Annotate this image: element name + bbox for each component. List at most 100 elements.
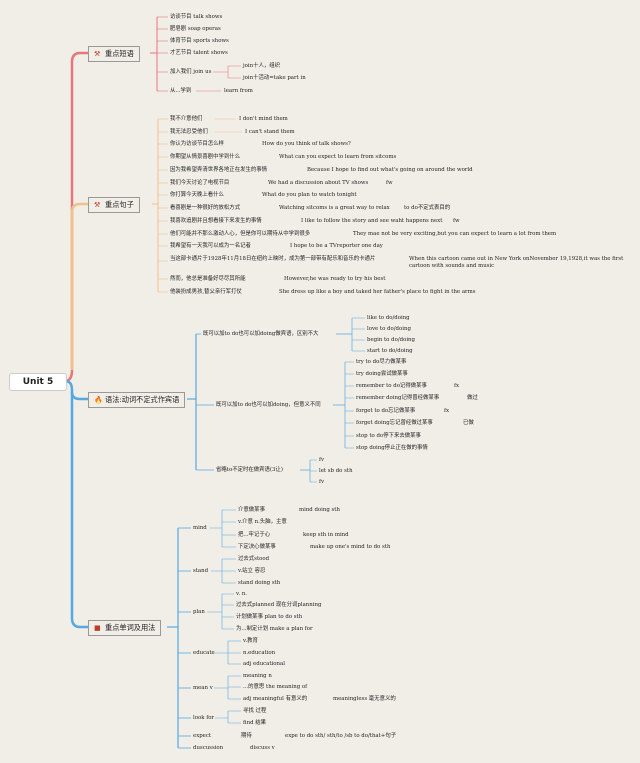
sentence-cn: 因为我希望弄清世界各地正在发生的事情 bbox=[170, 167, 268, 173]
phrase-detail: join十活动=take part in bbox=[243, 75, 306, 81]
sentence-note: fw bbox=[453, 218, 460, 224]
word-usage: 过去式stood bbox=[238, 556, 270, 562]
sentence-cn: 看喜剧是一种很好的放松方式 bbox=[170, 205, 241, 211]
sentence-cn: 当这部卡通片于1928年11月18日在纽约上映时，成为第一部带有配乐和音乐的卡通… bbox=[170, 256, 376, 262]
word-usage: v.教育 bbox=[243, 638, 258, 644]
branch-label: 重点短语 bbox=[105, 49, 134, 58]
sentence-en: When this cartoon came out in New York o… bbox=[409, 256, 624, 269]
phrase-detail: learn from bbox=[224, 88, 253, 94]
grammar-example: stop to do停下来去做某事 bbox=[356, 433, 421, 439]
word-usage: 期待 bbox=[241, 733, 252, 739]
word-usage: stand doing sth bbox=[238, 580, 281, 586]
word-usage: ...的意思 the meaning of bbox=[243, 684, 308, 690]
trunk-to-words bbox=[70, 392, 88, 629]
word-usage-en: keep sth in mind bbox=[303, 532, 349, 538]
sentence-cn: 他装扮成男孩,替父亲行军打仗 bbox=[170, 289, 242, 295]
word-usage: adj meaningful 有意义的 bbox=[243, 696, 308, 702]
word-usage-en: make up one's mind to do sth bbox=[310, 544, 391, 550]
word-plan: plan bbox=[193, 609, 205, 615]
branch-label: 语法:动词不定式作宾语 bbox=[105, 395, 180, 404]
word-usage-en: expe to do sth/ sth/to /sb to do/that+句子 bbox=[285, 733, 397, 739]
grammar-example: remember to do记得做某事 bbox=[356, 383, 427, 389]
sentence-en: Watching sitcoms is a great way to relax bbox=[279, 205, 390, 211]
grammar-note: fx bbox=[444, 408, 450, 414]
word-usage: n.education bbox=[243, 650, 276, 656]
word-mean: mean v bbox=[193, 685, 213, 691]
phrase: 从...学到 bbox=[170, 88, 192, 94]
word-usage-en: meaningless 毫无意义的 bbox=[333, 696, 396, 702]
branch-key-sentences[interactable]: ⚒ 重点句子 bbox=[88, 197, 140, 213]
connector-line bbox=[215, 711, 229, 723]
grammar-example: try doing尝试做某事 bbox=[356, 371, 408, 377]
branch-key-words[interactable]: ■重点单词及用法 bbox=[88, 620, 162, 636]
word-stand: stand bbox=[193, 568, 209, 574]
sentence-en: I like to follow the story and see waht … bbox=[301, 218, 443, 224]
grammar-note: 做过 bbox=[467, 395, 478, 401]
connector-line bbox=[210, 510, 223, 547]
connector-line bbox=[196, 333, 214, 471]
sentence-cn: 我无法忍受他们 bbox=[170, 129, 208, 135]
grammar-note: 已做 bbox=[463, 420, 474, 426]
sentence-note: to do不定式表目的 bbox=[404, 205, 451, 211]
tools-icon: ⚒ bbox=[94, 50, 101, 58]
grammar-rule: 省略to不定时在做宾语(3让) bbox=[216, 467, 283, 473]
flag-icon: ■ bbox=[94, 624, 101, 632]
word-usage: 介意做某事 bbox=[238, 507, 265, 513]
sentence-cn: 你打算今天晚上看什么 bbox=[170, 192, 224, 198]
root-node[interactable]: Unit 5 bbox=[9, 373, 67, 391]
grammar-example: forget to do忘记做某事 bbox=[356, 408, 416, 414]
trunk-to-grammar bbox=[64, 379, 88, 401]
grammar-example: fv bbox=[319, 457, 325, 463]
word-usage: 寻找 过程 bbox=[243, 708, 267, 714]
branch-grammar[interactable]: 🔥语法:动词不定式作宾语 bbox=[88, 392, 186, 408]
connector-line bbox=[211, 559, 223, 583]
word-usage: adj educational bbox=[243, 661, 285, 667]
sentence-cn: 我希望有一天我可以成为一名记者 bbox=[170, 243, 251, 249]
connector-line bbox=[214, 676, 229, 699]
sentence-cn: 我喜欢追剧并且想看接下来发生的事情 bbox=[170, 218, 262, 224]
sentence-en: I don't mind them bbox=[239, 116, 288, 122]
word-mind: mind bbox=[193, 525, 207, 531]
sentence-en: What can you expect to learn from sitcom… bbox=[279, 154, 397, 160]
word-usage: discuss v bbox=[250, 745, 275, 751]
phrase: 才艺节目 talent shows bbox=[170, 50, 228, 56]
grammar-example: fv bbox=[319, 479, 325, 485]
word-usage: v.站立 容忍 bbox=[238, 568, 266, 574]
word-usage: v. n. bbox=[236, 591, 248, 597]
grammar-example: remember doing记得曾经做某事 bbox=[356, 395, 440, 401]
trunk-to-phrases bbox=[64, 51, 88, 383]
connector-line bbox=[207, 594, 223, 629]
word-educate: educate bbox=[193, 650, 215, 656]
word-usage-en: mind doing sth bbox=[299, 507, 340, 513]
sentence-cn: 他们可能并不那么激动人心，但是你可以期待从中学到很多 bbox=[170, 231, 311, 237]
word-look-for: look for bbox=[193, 715, 215, 721]
tools-icon: ⚒ bbox=[94, 201, 101, 209]
phrase-detail: join十人，组织 bbox=[243, 63, 281, 69]
sentence-en: I hope to be a TVreporter one day bbox=[290, 243, 383, 249]
branch-label: 重点句子 bbox=[105, 200, 134, 209]
grammar-example: let sb do sth bbox=[319, 468, 353, 474]
connector-line bbox=[336, 318, 353, 351]
trunk-to-sentences bbox=[70, 202, 88, 370]
grammar-rule: 既可以加to do也可以加doing做宾语，区别不大 bbox=[203, 331, 319, 337]
sentence-en: We had a discussion about TV shows bbox=[268, 180, 369, 186]
sentence-cn: 我们今天讨论了电视节目 bbox=[170, 180, 230, 186]
phrase: 体育节目 sports shows bbox=[170, 38, 229, 44]
word-usage: 为...制定计划 make a plan for bbox=[236, 626, 313, 632]
sentence-en: They mae not be very exciting,but you ca… bbox=[353, 231, 557, 237]
grammar-example: love to do/doing bbox=[367, 326, 411, 332]
grammar-rule: 既可以加to do也可以加doing，但意义不同 bbox=[216, 402, 321, 408]
sentence-cn: 然而，他总是准备好尽尽其所能 bbox=[170, 276, 246, 282]
connector-line bbox=[300, 460, 311, 482]
branch-key-phrases[interactable]: ⚒ 重点短语 bbox=[88, 46, 140, 62]
sentence-note: fw bbox=[386, 180, 393, 186]
phrase: 肥皂剧 soap operas bbox=[170, 26, 221, 32]
word-usage: 把...牢记于心 bbox=[238, 532, 271, 538]
sentence-en: How do you think of talk shows? bbox=[262, 141, 351, 147]
sentence-en: I can't stand them bbox=[245, 129, 295, 135]
sentence-cn: 你期望从情景喜剧中学到什么 bbox=[170, 154, 241, 160]
connector-line bbox=[213, 65, 241, 79]
word-discussion: duscussion bbox=[193, 745, 224, 751]
grammar-note: fx bbox=[454, 383, 460, 389]
